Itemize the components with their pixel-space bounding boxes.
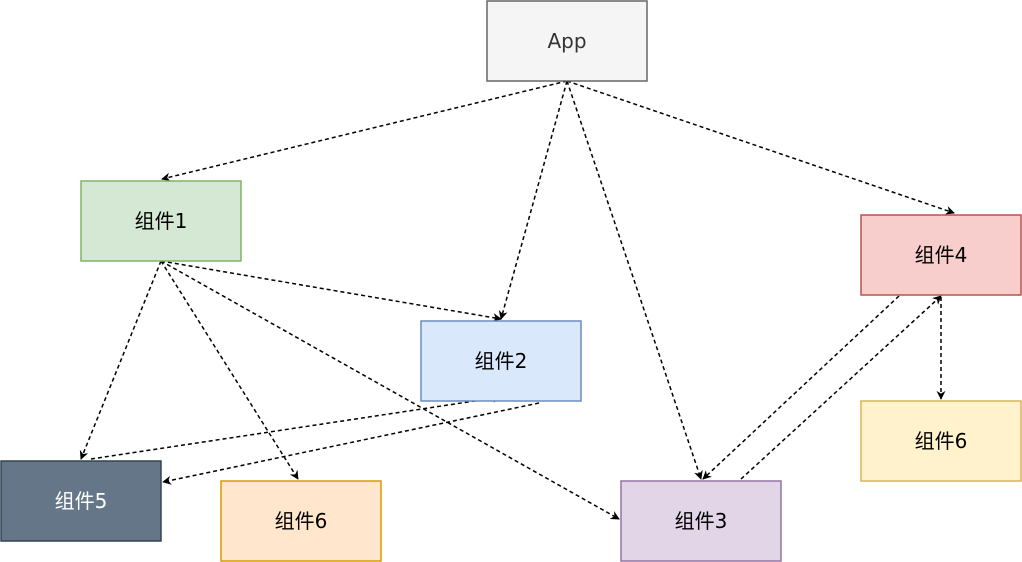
node-c6a: 组件6: [220, 480, 382, 562]
node-box-app: [486, 0, 648, 82]
edge-app-to-c2: [498, 80, 568, 320]
node-box-c5: [0, 460, 162, 542]
edge-c3-to-c4: [740, 295, 942, 480]
edge-c1-to-c5: [79, 260, 162, 460]
edges-layer: [79, 80, 955, 520]
node-c6b: 组件6: [860, 400, 1022, 482]
edge-app-to-c1: [161, 80, 568, 182]
node-box-c2: [420, 320, 582, 402]
node-box-c1: [80, 180, 242, 262]
node-label-c2: 组件2: [475, 349, 528, 373]
node-label-c1: 组件1: [135, 209, 188, 233]
edge-c2-to-c5: [162, 402, 540, 485]
node-c3: 组件3: [620, 480, 782, 562]
node-c1: 组件1: [80, 180, 242, 262]
node-c4: 组件4: [860, 214, 1022, 296]
edge-app-to-c4: [566, 80, 955, 215]
edge-c4-to-c3: [702, 295, 900, 480]
node-label-c6b: 组件6: [915, 429, 968, 453]
node-c2: 组件2: [420, 320, 582, 402]
node-label-app: App: [547, 29, 586, 53]
edge-c5-to-c2: [90, 393, 502, 460]
node-label-c4: 组件4: [915, 243, 968, 267]
edge-app-to-c3: [566, 80, 703, 480]
node-app: App: [486, 0, 648, 82]
edge-c1-to-c3: [160, 260, 620, 520]
node-label-c6a: 组件6: [275, 509, 328, 533]
node-box-c3: [620, 480, 782, 562]
node-box-c6b: [860, 400, 1022, 482]
node-label-c5: 组件5: [55, 489, 108, 513]
node-box-c4: [860, 214, 1022, 296]
node-c5: 组件5: [0, 460, 162, 542]
edge-c1-to-c2: [160, 260, 502, 323]
node-box-c6a: [220, 480, 382, 562]
edge-c1-to-c6a: [160, 260, 299, 480]
node-label-c3: 组件3: [675, 509, 728, 533]
